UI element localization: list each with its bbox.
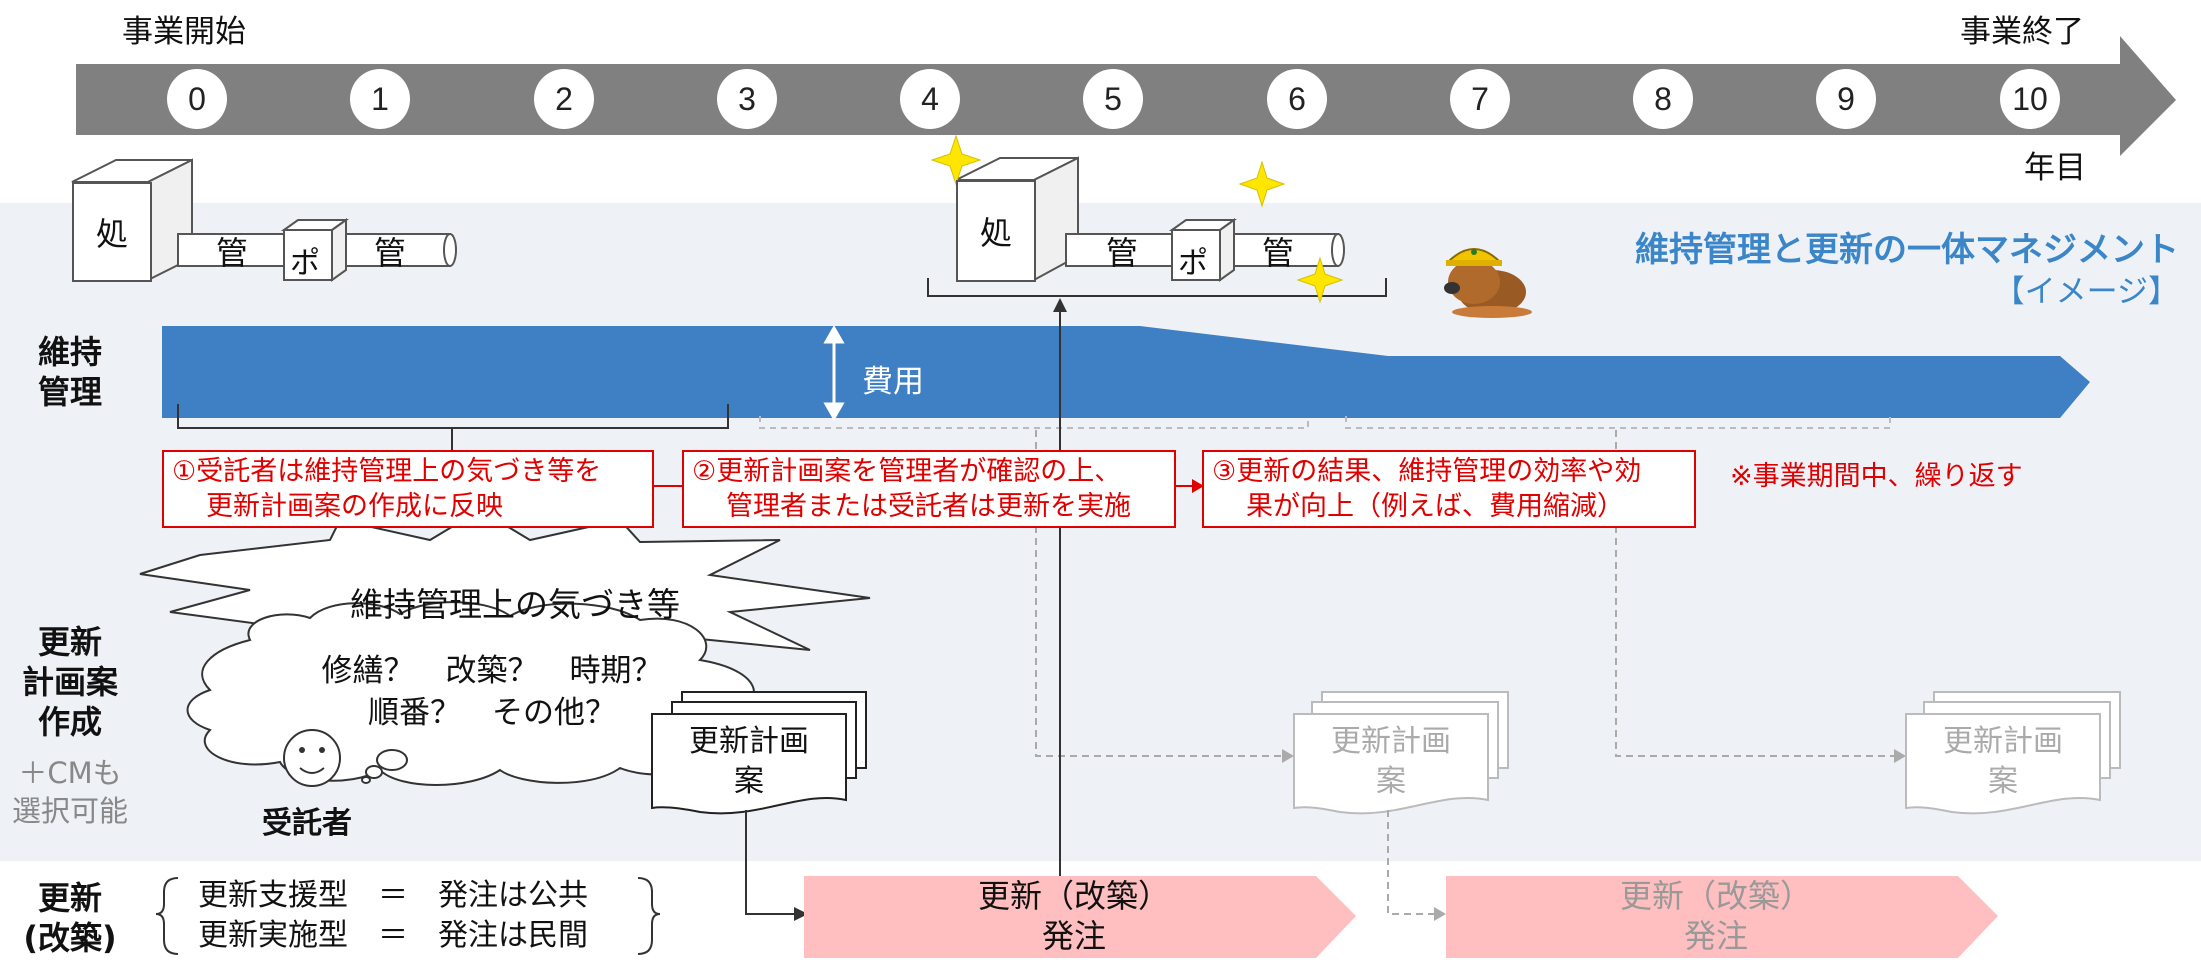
order-label-faded: 更新（改築） 発注 bbox=[1619, 877, 1812, 955]
year-marker: 7 bbox=[1450, 69, 1510, 129]
contractor-label: 受託者 bbox=[262, 806, 352, 841]
year-marker: 5 bbox=[1083, 69, 1143, 129]
pump-label: ポ bbox=[1178, 246, 1208, 281]
mole-mascot-icon bbox=[1444, 248, 1532, 318]
pipe-label: 管 bbox=[374, 234, 407, 272]
year-marker: 3 bbox=[717, 69, 777, 129]
year-unit-label: 年目 bbox=[2024, 150, 2086, 186]
plan-document-text-faded: 更新計画 案 bbox=[1331, 724, 1451, 799]
plan-document-text: 更新計画 案 bbox=[689, 724, 809, 799]
plan-document bbox=[651, 713, 847, 815]
pump-icon bbox=[280, 218, 350, 282]
row-label-renewal: 更新 (改築) bbox=[23, 879, 117, 957]
repeat-note: ※事業期間中、繰り返す bbox=[1730, 461, 2023, 492]
year-marker: 1 bbox=[350, 69, 410, 129]
thought-text: 修繕？ 改築？ 時期？ 順番？ その他？ bbox=[321, 653, 663, 731]
year-marker: 10 bbox=[2000, 69, 2060, 129]
cost-label: 費用 bbox=[862, 364, 924, 400]
treatment-facility-label: 処 bbox=[72, 182, 152, 282]
plan-cm-note: ＋CMも 選択可能 bbox=[11, 756, 128, 828]
year-marker: 9 bbox=[1816, 69, 1876, 129]
cost-arrow-icon bbox=[823, 324, 845, 422]
renewal-types: 更新支援型 ＝ 発注は公共 更新実施型 ＝ 発注は民間 bbox=[198, 878, 588, 953]
order-arrow-faded bbox=[1446, 876, 1998, 958]
plan-document-faded bbox=[1293, 713, 1489, 815]
order-label: 更新（改築） 発注 bbox=[977, 877, 1170, 955]
pipe-label: 管 bbox=[1106, 234, 1139, 272]
sparkle-icon bbox=[930, 134, 1344, 304]
treatment-facility-label: 処 bbox=[956, 180, 1036, 282]
year-marker: 2 bbox=[534, 69, 594, 129]
step-2-box: ②更新計画案を管理者が確認の上、 管理者または受託者は更新を実施 bbox=[682, 450, 1176, 528]
burst-text: 維持管理上の気づき等 bbox=[350, 585, 680, 624]
pipe-label: 管 bbox=[1262, 234, 1295, 272]
row-label-plan: 更新 計画案 作成 bbox=[21, 623, 118, 741]
pump-icon bbox=[1168, 218, 1238, 282]
plan-document-faded bbox=[1905, 713, 2101, 815]
diagram-subtitle: 【イメージ】 bbox=[1993, 274, 2179, 310]
year-marker: 4 bbox=[900, 69, 960, 129]
pump-label: ポ bbox=[290, 246, 320, 281]
year-marker: 8 bbox=[1633, 69, 1693, 129]
contractor-face-icon bbox=[283, 729, 341, 787]
step-3-box: ③更新の結果、維持管理の効率や効 果が向上（例えば、費用縮減） bbox=[1202, 450, 1696, 528]
year-marker: 0 bbox=[167, 69, 227, 129]
row-label-maintenance: 維持 管理 bbox=[37, 333, 102, 411]
end-label: 事業終了 bbox=[1960, 14, 2084, 50]
maintenance-cost-band bbox=[162, 326, 2090, 418]
diagram-title: 維持管理と更新の一体マネジメント bbox=[1635, 230, 2179, 270]
step-1-box: ①受託者は維持管理上の気づき等を 更新計画案の作成に反映 bbox=[162, 450, 654, 528]
pipe-label: 管 bbox=[216, 234, 249, 272]
start-label: 事業開始 bbox=[122, 14, 246, 50]
order-arrow bbox=[804, 876, 1356, 958]
plan-document-text-faded: 更新計画 案 bbox=[1943, 724, 2063, 799]
year-marker: 6 bbox=[1267, 69, 1327, 129]
